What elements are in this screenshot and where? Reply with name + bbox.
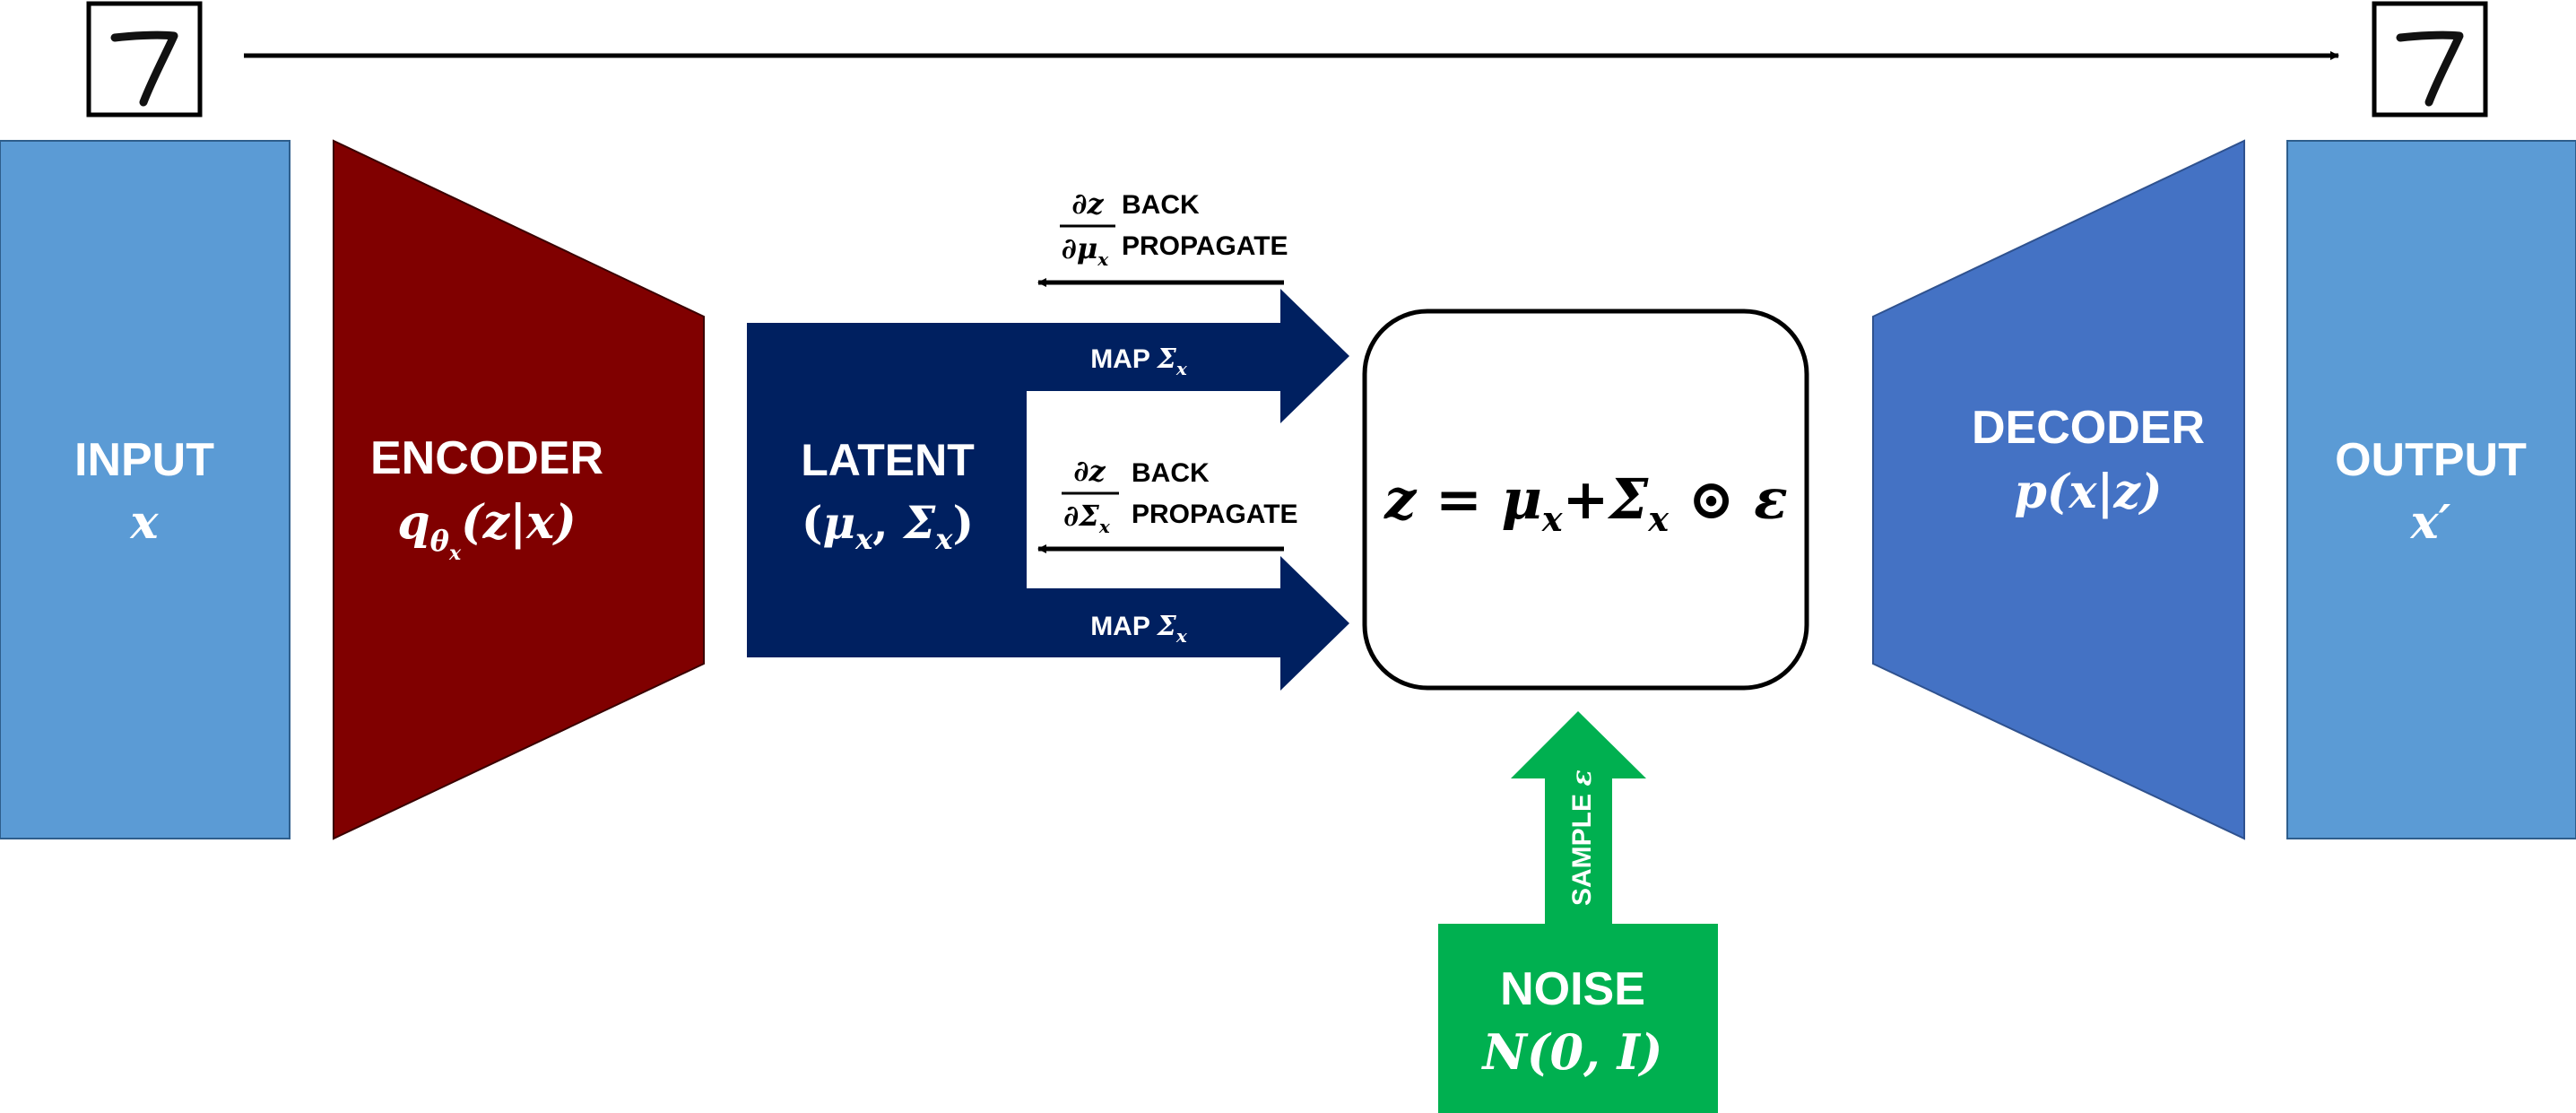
map-bottom-sigma: Σ (1157, 611, 1177, 642)
backprop-sigma-annotation: ∂z ∂Σx BACK PROPAGATE (1037, 454, 1298, 553)
backprop-mu-line1: BACK (1122, 190, 1200, 220)
digit-seven-glyph (2396, 30, 2464, 107)
backprop-sigma-den: ∂Σ (1063, 499, 1099, 533)
map-top-text: MAP (1090, 344, 1157, 374)
map-bottom-text: MAP (1090, 612, 1157, 641)
encoder-label: ENCODER (370, 432, 603, 484)
formula-z: z (1383, 466, 1418, 532)
input-panel (0, 140, 291, 839)
formula-epsilon: ε (1754, 466, 1788, 532)
decoder-block: DECODER p(x|z) (1872, 139, 2245, 840)
decoder-trapezoid (1872, 139, 2245, 840)
backprop-mu-den-sub: x (1097, 248, 1109, 270)
formula-equals: = (1416, 466, 1501, 532)
noise-formula: N(0, I) (1481, 1023, 1663, 1081)
encoder-q: q (397, 495, 429, 550)
backprop-sigma-denominator: ∂Σx (1063, 499, 1111, 537)
formula-sigma-sub: x (1647, 499, 1670, 539)
formula-odot: ⊙ (1669, 466, 1754, 532)
encoder-trapezoid (333, 139, 705, 840)
reparameterization-box (1362, 309, 1809, 691)
input-symbol: x (129, 495, 159, 550)
encoder-block: ENCODER qθx(z|x) (333, 139, 705, 840)
formula-mu: μ (1502, 466, 1542, 532)
digit-seven-glyph (110, 30, 178, 107)
output-digit-thumbnail (2372, 1, 2488, 117)
backprop-sigma-den-sub: x (1098, 516, 1111, 537)
map-sigma-top-label: MAP Σx (1090, 343, 1188, 379)
noise-label: NOISE (1500, 963, 1645, 1015)
latent-separator: , (872, 496, 904, 549)
encoder-theta: θ (430, 524, 450, 558)
backprop-mu-numerator: ∂z (1071, 187, 1104, 221)
backprop-sigma-line2: PROPAGATE (1132, 500, 1298, 529)
latent-mu-sub: x (854, 522, 873, 556)
noise-panel (1438, 924, 1718, 1113)
latent-sigma: Σ (902, 496, 936, 549)
decoder-formula: p(x|z) (2014, 465, 2162, 519)
map-top-sub: x (1175, 358, 1188, 379)
backprop-mu-den: ∂μ (1062, 231, 1098, 265)
map-top-sigma: Σ (1157, 343, 1177, 375)
backprop-sigma-numerator: ∂z (1073, 454, 1106, 488)
decoder-label: DECODER (1972, 402, 2205, 454)
encoder-args: (z|x) (461, 495, 577, 550)
sample-label: SAMPLE ε (1566, 770, 1598, 906)
encoder-formula: qθx(z|x) (397, 495, 576, 565)
sample-text: SAMPLE (1567, 787, 1597, 906)
latent-block: LATENT (μx, Σx) MAP Σx MAP Σx (747, 289, 1349, 691)
backprop-mu-line2: PROPAGATE (1122, 231, 1288, 261)
latent-mu: μ (823, 496, 856, 549)
reparameterization-block: z = μx+Σx ⊙ ε (1362, 309, 1809, 691)
backprop-mu-annotation: ∂z ∂μx BACK PROPAGATE (1037, 187, 1288, 287)
formula-plus: + (1563, 466, 1609, 532)
encoder-theta-sub: x (448, 542, 462, 565)
backprop-sigma-line1: BACK (1132, 458, 1210, 488)
latent-shape (747, 289, 1349, 691)
latent-sigma-sub: x (934, 522, 953, 556)
formula-mu-sub: x (1541, 499, 1564, 539)
reparameterization-formula: z = μx+Σx ⊙ ε (1383, 466, 1788, 539)
output-label: OUTPUT (2335, 434, 2527, 486)
output-symbol: x′ (2410, 495, 2451, 550)
output-block: OUTPUT x′ (2286, 140, 2576, 839)
map-sigma-bottom-label: MAP Σx (1090, 611, 1188, 647)
latent-formula: (μx, Σx) (802, 496, 974, 556)
input-block: INPUT x (0, 140, 291, 839)
formula-sigma: Σ (1608, 466, 1650, 532)
backprop-mu-denominator: ∂μx (1062, 231, 1110, 270)
output-panel (2286, 140, 2576, 839)
latent-label: LATENT (801, 435, 974, 485)
latent-open-paren: ( (802, 496, 823, 549)
input-digit-thumbnail (86, 1, 203, 117)
input-label: INPUT (74, 434, 214, 486)
map-bottom-sub: x (1175, 625, 1188, 647)
sample-epsilon: ε (1566, 770, 1598, 786)
latent-close-paren: ) (952, 496, 974, 549)
sample-arrow (1511, 711, 1646, 924)
noise-block: SAMPLE ε NOISE N(0, I) (1438, 711, 1718, 1113)
